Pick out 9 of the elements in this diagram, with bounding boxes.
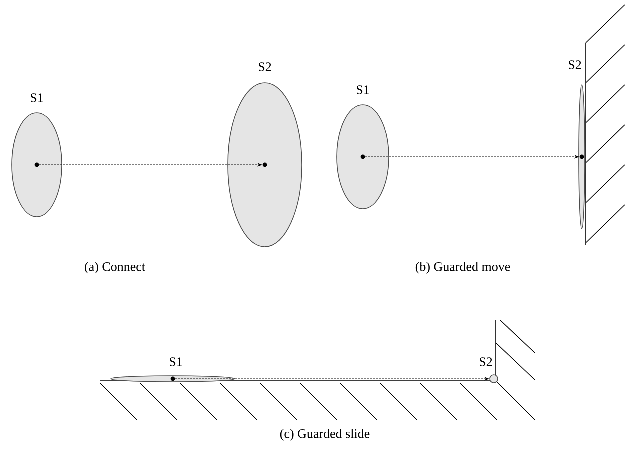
shape-label: S2	[569, 60, 582, 70]
shape-label: S2	[259, 62, 272, 72]
subfigure-caption: (c) Guarded slide	[280, 429, 370, 441]
shape-label: S1	[357, 86, 370, 94]
subfigure-caption: (b) Guarded move	[416, 262, 510, 274]
shape-label: S2	[480, 358, 492, 366]
shape-label: S1	[170, 358, 182, 366]
subfigure-caption: (a) Connect	[85, 262, 146, 274]
shape-label: S1	[31, 94, 44, 102]
